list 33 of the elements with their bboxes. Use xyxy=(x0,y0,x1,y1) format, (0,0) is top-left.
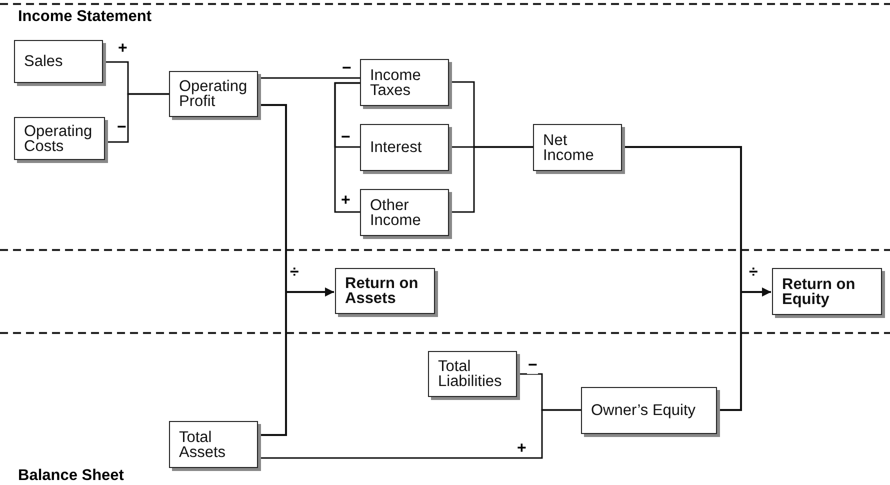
box-label: Interest xyxy=(369,140,423,155)
box-label: Operating Profit xyxy=(178,79,248,109)
process-box xyxy=(360,189,449,236)
box-label: Net Income xyxy=(542,132,595,162)
connector-line xyxy=(449,146,533,213)
connector-line xyxy=(258,409,581,459)
box-label: Owner’s Equity xyxy=(590,403,697,418)
section-title: Balance Sheet xyxy=(18,467,124,485)
box-label: Operating Costs xyxy=(23,124,94,154)
connector-line xyxy=(334,82,360,213)
process-box xyxy=(14,40,103,83)
box-label: Total Assets xyxy=(178,430,227,460)
arrow xyxy=(717,288,771,411)
connector-line xyxy=(105,93,169,143)
box-label: Return on Equity xyxy=(781,276,856,306)
process-box xyxy=(360,59,449,106)
box-label: Sales xyxy=(23,54,64,69)
arrow xyxy=(258,288,334,436)
box-label: Total Liabilities xyxy=(437,359,503,389)
connector-line xyxy=(258,77,360,79)
section-title: Income Statement xyxy=(18,8,152,26)
process-box xyxy=(360,124,449,171)
process-box xyxy=(428,351,517,397)
process-box xyxy=(335,268,435,314)
process-box xyxy=(772,268,882,315)
box-label: Other Income xyxy=(369,198,422,228)
process-box xyxy=(169,421,258,468)
process-box xyxy=(581,387,717,434)
box-label: Return on Assets xyxy=(344,276,420,306)
box-label: Income Taxes xyxy=(369,68,422,98)
process-box xyxy=(14,117,105,160)
process-box xyxy=(169,71,258,117)
process-box xyxy=(533,124,622,171)
